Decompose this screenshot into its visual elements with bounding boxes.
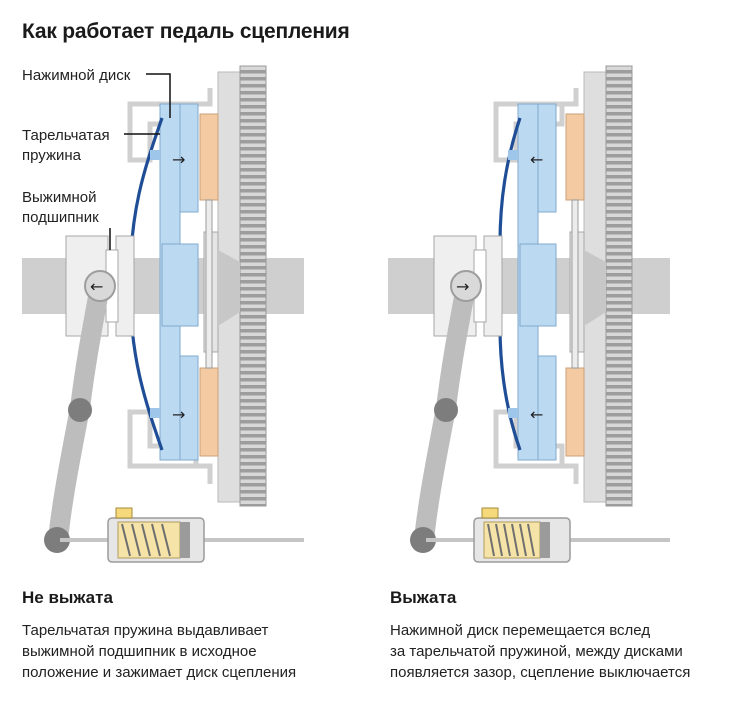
- caption-line: выжимной подшипник в исходное: [22, 643, 257, 660]
- arrow-right-icon: →: [172, 150, 185, 169]
- pressure-plate-bottom: [179, 355, 199, 461]
- clutch-disc: [571, 199, 579, 369]
- lever-pivot-top: [84, 270, 116, 302]
- clutch-assembly-not-pressed: [22, 65, 304, 563]
- flywheel-ring-gear: [239, 65, 267, 507]
- flywheel-ring-gear: [605, 65, 633, 507]
- lever-pivot-bottom: [410, 527, 436, 553]
- pressure-plate-bottom: [537, 355, 557, 461]
- clutch-disc: [205, 199, 213, 369]
- pressure-plate-center: [161, 243, 199, 327]
- caption-line: появляется зазор, сцепление выключается: [390, 664, 691, 681]
- spring-pivot-top: [508, 150, 518, 160]
- spring-stop: [540, 522, 550, 558]
- hub-taper: [584, 250, 606, 326]
- caption-line: положение и зажимает диск сцепления: [22, 664, 297, 681]
- hub-taper: [218, 250, 240, 326]
- caption-not-pressed: Не выжата Тарельчатая пружина выдавливае…: [22, 588, 372, 683]
- return-spring-coils: [121, 523, 171, 557]
- spring-pivot-top: [150, 150, 160, 160]
- caption-pressed: Выжата Нажимной диск перемещается вслед …: [390, 588, 735, 683]
- return-spring-coils: [487, 523, 535, 557]
- arrow-left-icon: ←: [530, 150, 543, 169]
- friction-lining-bottom: [199, 367, 219, 457]
- lever-pivot-middle: [434, 398, 458, 422]
- pressure-plate-center: [519, 243, 557, 327]
- caption-line: Тарельчатая пружина выдавливает: [22, 622, 269, 639]
- spring-adjuster: [115, 507, 133, 519]
- friction-lining-bottom: [565, 367, 585, 457]
- label-release-bearing-line1: Выжимной: [22, 189, 97, 206]
- page-title: Как работает педаль сцепления: [22, 20, 350, 43]
- leader-pressure-plate: [146, 73, 171, 118]
- caption-text: Тарельчатая пружина выдавливает выжимной…: [22, 620, 372, 683]
- arrow-right-icon: →: [172, 405, 185, 424]
- arrow-left-icon: ←: [90, 277, 103, 296]
- spring-adjuster: [481, 507, 499, 519]
- label-diaphragm-spring-line1: Тарельчатая: [22, 127, 110, 144]
- caption-line: за тарельчатой пружиной, между дисками: [390, 643, 683, 660]
- spring-pivot-bottom: [508, 408, 518, 418]
- spring-pivot-bottom: [150, 408, 160, 418]
- caption-line: Нажимной диск перемещается вслед: [390, 622, 651, 639]
- label-pressure-plate: Нажимной диск: [22, 67, 131, 84]
- caption-text: Нажимной диск перемещается вслед за таре…: [390, 620, 735, 683]
- lever-pivot-bottom: [44, 527, 70, 553]
- pressure-plate-top: [537, 103, 557, 213]
- release-bearing-collar: [483, 235, 503, 337]
- clutch-assembly-pressed: [388, 65, 670, 563]
- caption-heading: Выжата: [390, 588, 457, 607]
- label-diaphragm-spring-line2: пружина: [22, 147, 82, 164]
- spring-stop: [180, 522, 190, 558]
- caption-heading: Не выжата: [22, 588, 113, 607]
- pressure-plate-top: [179, 103, 199, 213]
- release-bearing-collar: [115, 235, 135, 337]
- arrow-left-icon: ←: [530, 405, 543, 424]
- lever-pivot-top: [450, 270, 482, 302]
- lever-pivot-middle: [68, 398, 92, 422]
- label-release-bearing-line2: подшипник: [22, 209, 99, 226]
- arrow-right-icon: →: [456, 277, 469, 296]
- friction-lining-top: [565, 113, 585, 201]
- friction-lining-top: [199, 113, 219, 201]
